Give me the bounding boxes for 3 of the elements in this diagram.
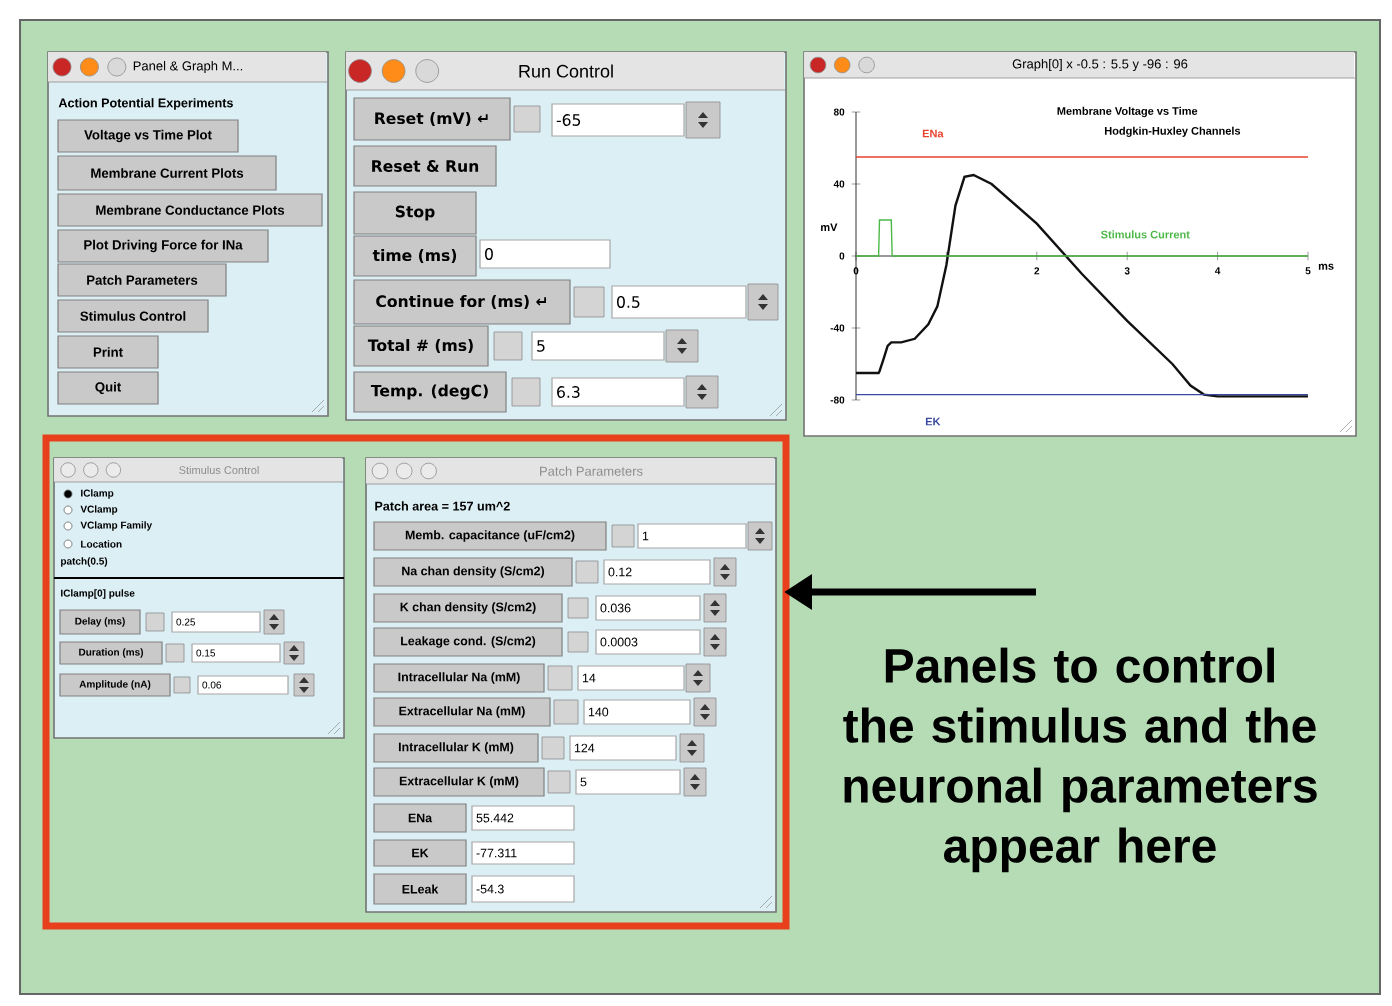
highlight-frame [42, 434, 790, 930]
window-title: Run Control [519, 64, 613, 78]
callout-text: Panels to control the stimulus and the neuronal parameters appear here [843, 647, 1317, 873]
